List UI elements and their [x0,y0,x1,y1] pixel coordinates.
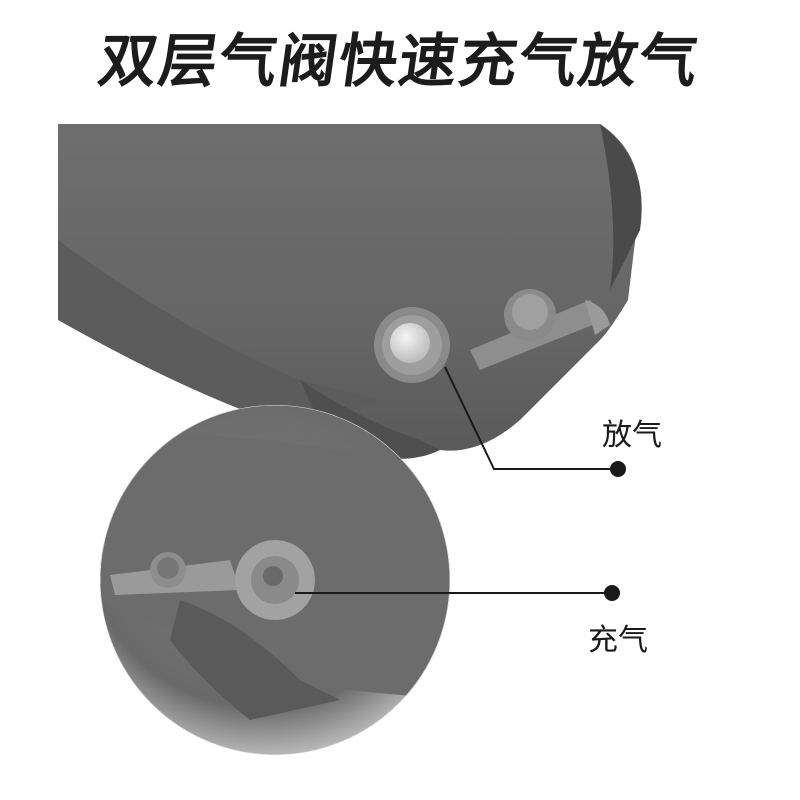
headline-title: 双层气阀快速充气放气 [94,27,705,95]
inflate-label: 充气 [588,623,648,658]
inflate-callout-line [295,585,620,601]
mattress-upper [58,124,642,459]
deflate-label: 放气 [602,418,662,453]
deflate-callout-line [444,366,626,477]
deflate-valve [374,289,610,383]
inflate-closeup [100,405,450,755]
